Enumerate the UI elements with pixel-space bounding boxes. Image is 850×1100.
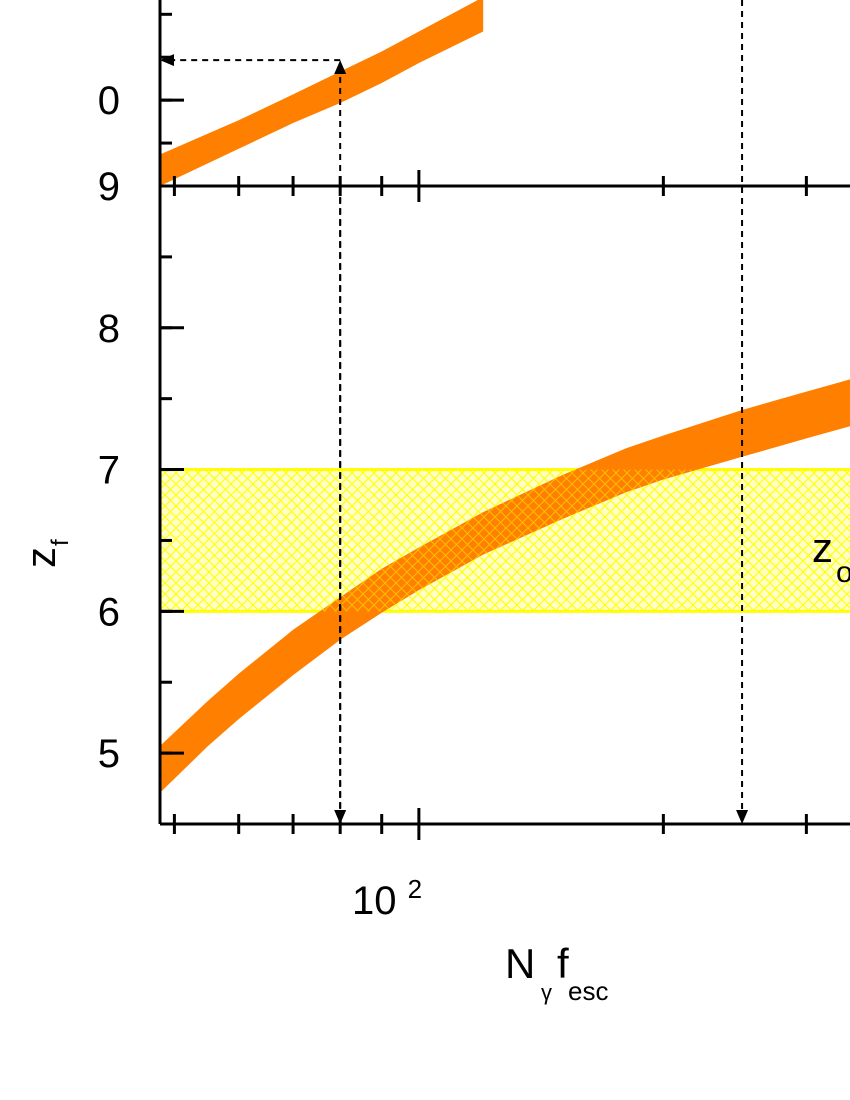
band-layer — [160, 0, 850, 793]
y-tick-label: 9 — [98, 165, 120, 209]
svg-text:γ: γ — [541, 980, 552, 1005]
y-tick-label: 7 — [98, 449, 120, 493]
svg-text:f: f — [47, 539, 74, 546]
band-top — [160, 0, 484, 186]
svg-text:z: z — [17, 547, 64, 568]
y-tick-label: 5 — [98, 732, 120, 776]
svg-text:o: o — [836, 556, 850, 589]
svg-text:esc: esc — [568, 976, 608, 1006]
x-major-tick-label: 10 2 — [352, 874, 422, 923]
y-tick-label: 6 — [98, 590, 120, 634]
y-axis-label: z f — [17, 539, 74, 568]
svg-text:f: f — [557, 940, 569, 987]
region-label: z o — [812, 524, 850, 589]
svg-text:z: z — [812, 524, 833, 571]
svg-text:10 2: 10 2 — [352, 874, 422, 923]
y-tick-label: 8 — [98, 307, 120, 351]
axes-layer: 9 0 5 6 7 8 — [98, 0, 850, 840]
svg-text:N: N — [505, 940, 535, 987]
band-bottom — [160, 379, 850, 793]
x-axis-label: N γ f esc — [505, 940, 608, 1006]
y-tick-label: 0 — [98, 79, 120, 123]
region-hatch-overlay — [160, 469, 850, 612]
